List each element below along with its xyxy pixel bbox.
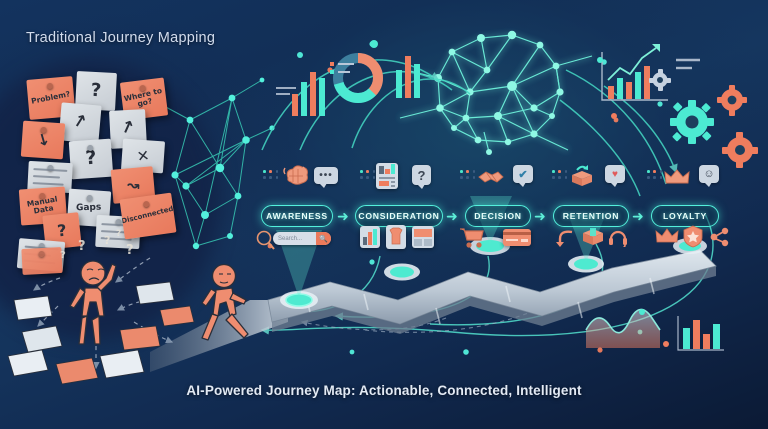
top-left-bar-chart <box>292 72 325 116</box>
stage-connector-arrow: ➜ <box>534 208 546 224</box>
product-card-icon[interactable] <box>386 225 406 249</box>
dot-matrix-icon <box>460 170 477 180</box>
top-donut-chart <box>333 53 383 103</box>
stage-connector-arrow: ➜ <box>446 208 458 224</box>
path-node <box>470 237 510 255</box>
credit-card-icon[interactable] <box>503 229 531 246</box>
dot-matrix-icon <box>360 170 377 180</box>
chat-bubble-icon[interactable]: ••• <box>314 167 338 188</box>
return-arrow-icon[interactable] <box>556 228 576 248</box>
handshake-icon[interactable] <box>478 168 504 186</box>
svg-text:?: ? <box>104 234 110 247</box>
stage-connector-arrow: ➜ <box>632 208 644 224</box>
shield-star-icon[interactable] <box>683 225 703 248</box>
return-box-icon[interactable] <box>570 164 594 188</box>
path-node <box>280 291 318 309</box>
smiley-bubble-icon[interactable]: ☺ <box>699 165 719 187</box>
svg-text:?: ? <box>126 243 134 258</box>
gear-icon <box>717 85 747 116</box>
trend-up-chart <box>601 44 668 101</box>
dot-matrix-icon <box>552 170 569 180</box>
bottom-wave-chart <box>585 308 661 348</box>
package-icon[interactable] <box>582 226 604 248</box>
svg-text:?: ? <box>116 229 121 239</box>
stage-pill-awareness[interactable]: AWARENESS <box>261 205 333 227</box>
search-button[interactable]: 🔍 <box>316 232 331 245</box>
stage-pill-decision[interactable]: DECISION <box>465 205 531 227</box>
bottom-right-bar-chart <box>677 316 724 351</box>
crown-icon[interactable] <box>664 168 690 186</box>
search-placeholder: Search... <box>278 235 303 242</box>
legend-lines <box>330 62 354 74</box>
gear-icon <box>722 132 758 168</box>
page-title-traditional: Traditional Journey Mapping <box>26 30 216 46</box>
path-node <box>568 255 604 273</box>
shopping-cart-icon[interactable] <box>458 226 486 250</box>
document-chart-icon[interactable] <box>376 163 398 189</box>
stage-pill-loyalty[interactable]: LOYALTY <box>651 205 719 227</box>
heart-bubble-icon[interactable]: ♥ <box>605 165 625 187</box>
top-mid-bar-chart <box>396 56 420 98</box>
stage-connector-arrow: ➜ <box>337 208 349 224</box>
bar-chart-icon[interactable] <box>360 226 380 248</box>
page-caption-ai: AI-Powered Journey Map: Actionable, Conn… <box>186 383 582 398</box>
gear-icon <box>670 100 714 144</box>
magnifier-outline-icon <box>256 230 275 250</box>
dot-matrix-icon <box>647 170 664 180</box>
check-bubble-icon[interactable]: ✔ <box>513 165 533 187</box>
share-nodes-icon[interactable] <box>710 227 730 247</box>
gear-icon <box>649 69 671 91</box>
svg-text:?: ? <box>60 250 66 261</box>
stage-pill-retention[interactable]: RETENTION <box>553 205 629 227</box>
question-bubble-icon[interactable]: ? <box>412 165 431 189</box>
headset-icon[interactable] <box>608 227 628 247</box>
crown-small-icon[interactable] <box>655 228 679 245</box>
path-node <box>384 263 420 281</box>
brain-icon[interactable] <box>282 164 308 188</box>
boxes-icon[interactable] <box>412 226 434 248</box>
dot-matrix-icon <box>263 170 280 180</box>
svg-text:?: ? <box>78 239 86 254</box>
search-input[interactable]: Search... 🔍 <box>273 232 331 245</box>
